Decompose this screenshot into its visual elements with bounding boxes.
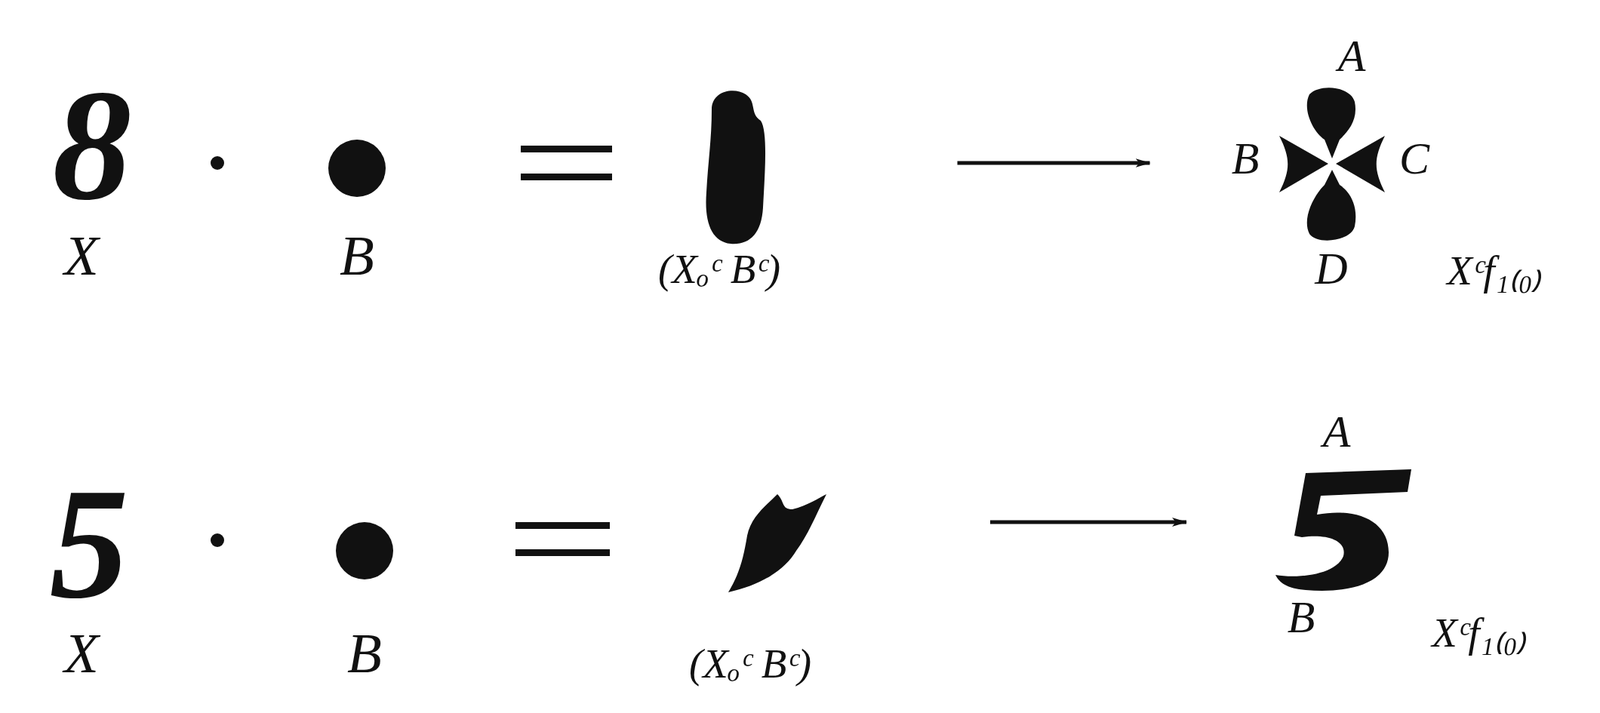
region-label: B [1287,594,1316,640]
region-label: A [1323,409,1351,455]
point-disc [335,522,394,580]
transform-arrow [990,520,1187,525]
figure-node: A B C D Xᶜf₁₍₀₎ [1207,26,1585,299]
set-figure [724,490,827,593]
glyph-node: 8X [30,75,159,295]
glyph-node: 5X [30,460,159,687]
variable-label: X [64,624,99,682]
region-label: B [1231,135,1260,182]
set-figure [728,494,827,593]
figure-node: A B Xᶜf₁₍₀₎ [1245,400,1585,657]
set-figure [1275,86,1389,242]
point-disc [328,139,386,197]
set-figure [704,86,766,246]
figure-node: (Xₒᶜ Bᶜ) [618,79,823,299]
region-label: C [1399,135,1430,182]
set-figure [1275,469,1412,591]
figure-node: B [324,513,408,680]
figure-node: B [316,128,400,287]
region-label: D [1314,246,1348,292]
product-dot [210,156,225,170]
transform-arrow [957,161,1151,166]
result-label: Xᶜf₁₍₀₎ [1431,612,1527,654]
result-label: Xᶜf₁₍₀₎ [1446,249,1542,292]
equals-sign [515,549,610,557]
figure-glyph: 5 [49,464,130,623]
product-label: (Xₒᶜ Bᶜ) [689,643,812,685]
product-label: (Xₒᶜ Bᶜ) [658,248,781,290]
equals-sign [515,522,610,530]
point-disc [328,139,386,197]
region-label: A [1338,33,1367,79]
point-disc [335,522,394,580]
figure-node: (Xₒᶜ Bᶜ) [649,475,853,695]
variable-label: B [339,227,375,284]
product-dot [210,533,225,548]
equals-sign [520,173,613,181]
variable-label: B [347,624,382,682]
set-figure [705,90,766,244]
set-figure [1279,87,1385,240]
figure-glyph: 8 [52,65,133,225]
variable-label: X [64,227,99,284]
set-figure [1275,469,1413,592]
equals-sign [520,145,613,153]
